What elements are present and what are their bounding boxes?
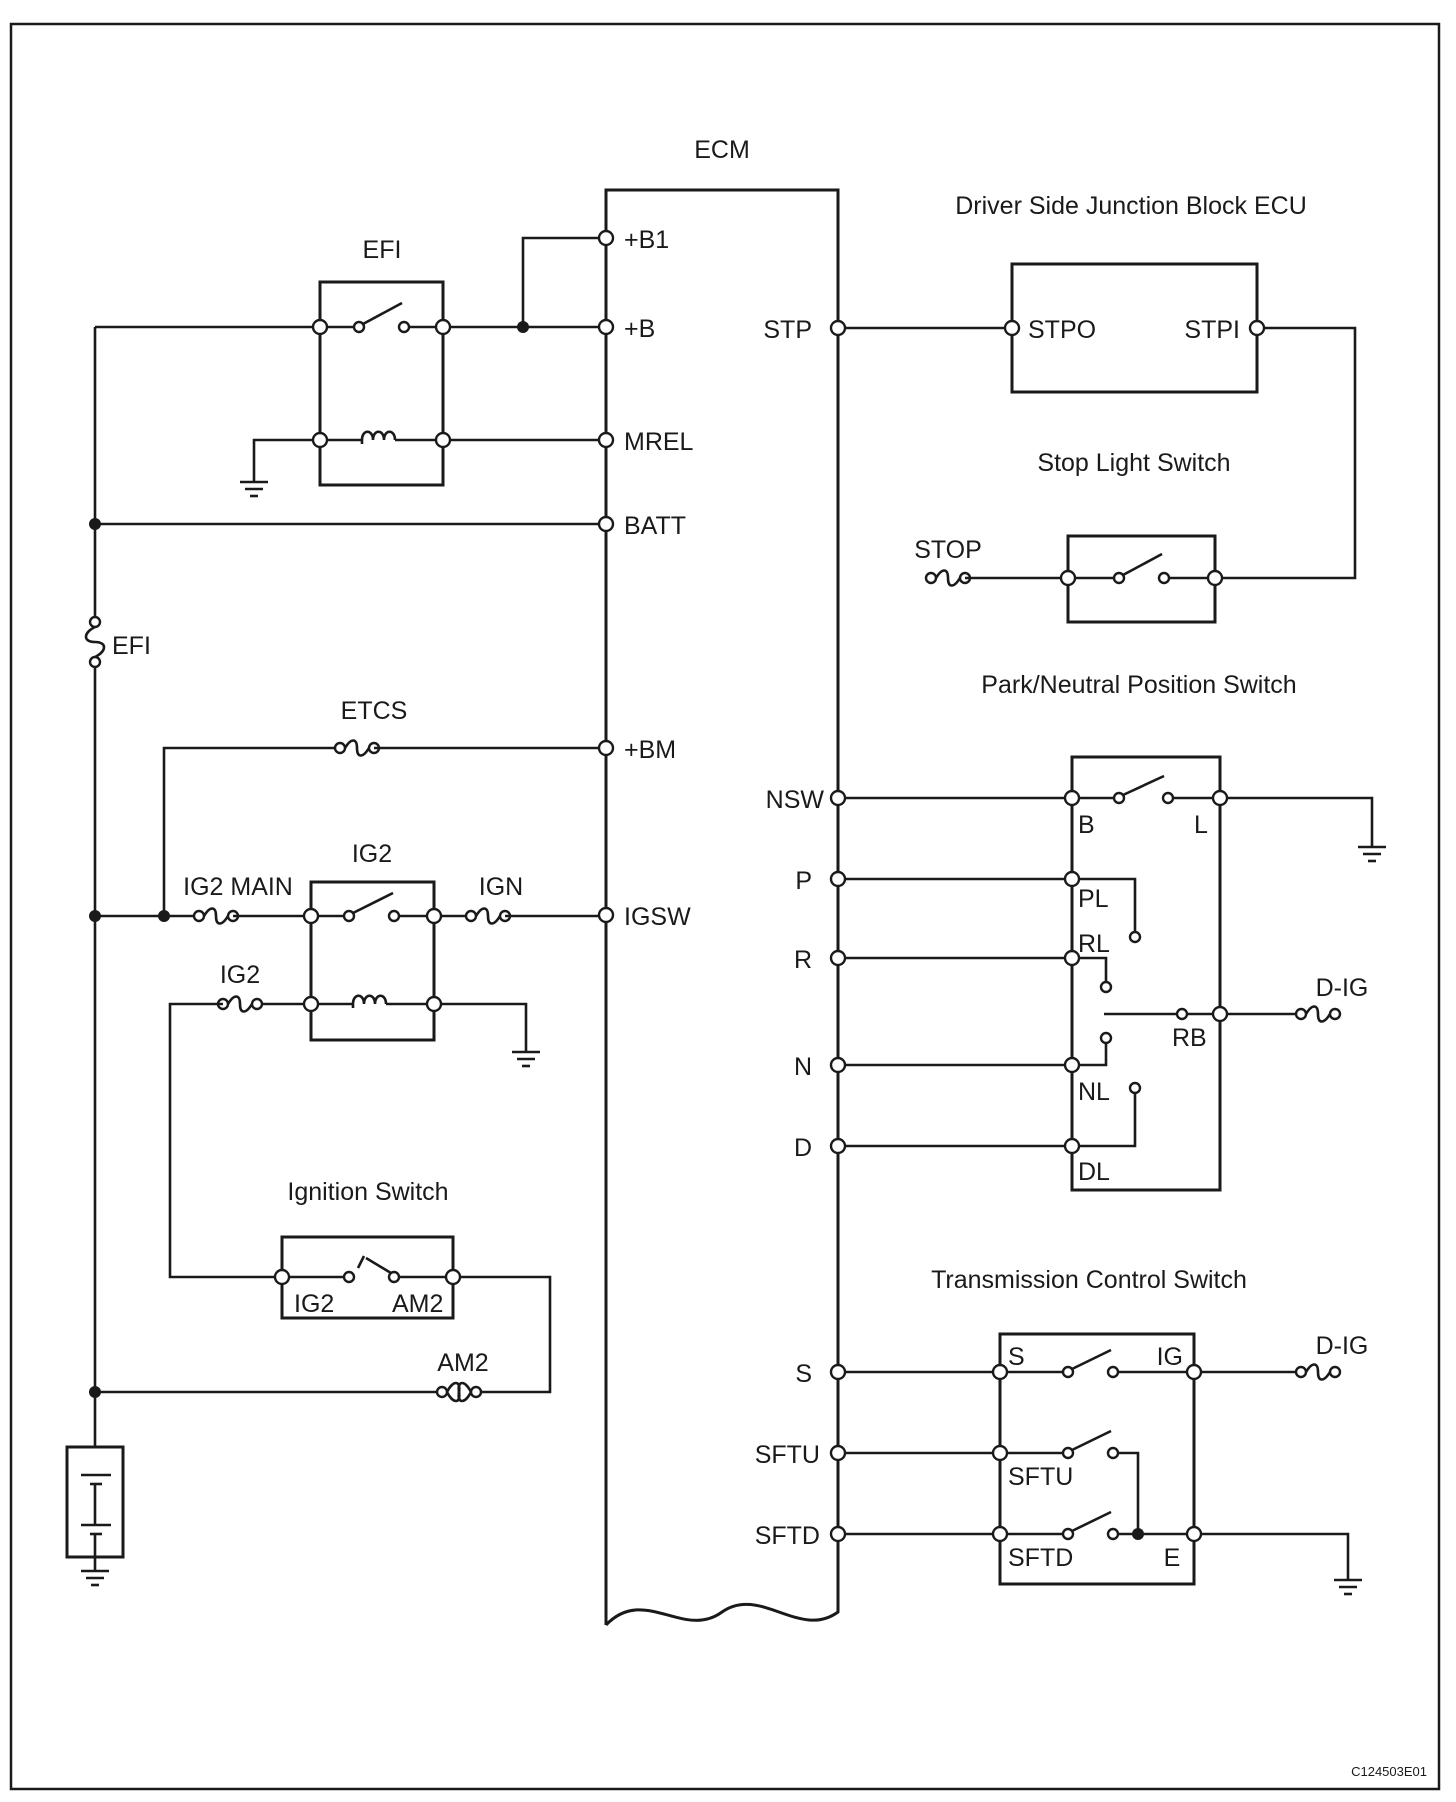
pin-r-label: R	[794, 946, 812, 974]
junction-stpi-label: STPI	[1184, 316, 1240, 344]
pnp-pl-label: PL	[1078, 885, 1109, 913]
stop-light-switch: Stop Light Switch STOP	[914, 449, 1231, 624]
pnp-l-label: L	[1194, 811, 1208, 839]
tcs-sftd-label: SFTD	[1008, 1544, 1073, 1572]
tcs-dig-fuse-label: D-IG	[1316, 1332, 1369, 1360]
ig2-main-fuse-label: IG2 MAIN	[183, 873, 293, 901]
ecm-block: ECM +B1 +B MREL BATT +BM IGSW STP NSW P …	[597, 136, 847, 1627]
pin-mrel-label: MREL	[624, 428, 694, 456]
pin-sftu-label: SFTU	[755, 1441, 820, 1469]
tcs-s-label: S	[1008, 1343, 1025, 1371]
efi-relay: EFI	[238, 236, 599, 498]
pin-s-label: S	[795, 1360, 812, 1388]
pnp-dig-fuse-label: D-IG	[1316, 974, 1369, 1002]
pin-nsw-label: NSW	[766, 786, 825, 814]
junction-block-title: Driver Side Junction Block ECU	[955, 192, 1307, 220]
junction-block-ecu: Driver Side Junction Block ECU STPO STPI	[845, 192, 1357, 580]
etcs-fuse-label: ETCS	[341, 697, 408, 725]
pnp-rb-label: RB	[1172, 1024, 1207, 1052]
ig2-relay: IG2 MAIN IG2 IGN IG2	[95, 840, 599, 1279]
pin-igsw-label: IGSW	[624, 903, 691, 931]
tcs-sftu-label: SFTU	[1008, 1463, 1073, 1491]
junction-stpo-label: STPO	[1028, 316, 1096, 344]
pin-bm-label: +BM	[624, 736, 676, 764]
pnp-dl-label: DL	[1078, 1158, 1110, 1186]
pnp-switch-title: Park/Neutral Position Switch	[981, 671, 1296, 699]
diagram-frame	[9, 22, 1441, 1791]
ignition-switch: Ignition Switch IG2 AM2	[273, 1178, 552, 1394]
ignition-switch-title: Ignition Switch	[287, 1178, 448, 1206]
transmission-control-switch: Transmission Control Switch S IG D-IG SF…	[845, 1266, 1369, 1596]
pin-n-label: N	[794, 1053, 812, 1081]
am2-fuse-label: AM2	[437, 1349, 488, 1377]
pin-stp-label: STP	[763, 316, 812, 344]
ignition-switch-ig2-label: IG2	[294, 1290, 334, 1318]
pin-p-label: P	[795, 867, 812, 895]
battery	[65, 1445, 125, 1587]
pin-d-label: D	[794, 1134, 812, 1162]
main-bus	[89, 325, 599, 1447]
stop-light-switch-title: Stop Light Switch	[1037, 449, 1230, 477]
pin-sftd-label: SFTD	[755, 1522, 820, 1550]
tcs-ig-label: IG	[1157, 1343, 1183, 1371]
ig2-fuse-label: IG2	[220, 961, 260, 989]
am2-fuse: AM2	[95, 1349, 489, 1403]
pnp-nl-label: NL	[1078, 1078, 1110, 1106]
park-neutral-position-switch: Park/Neutral Position Switch B L PL RL R…	[845, 671, 1388, 1192]
efi-relay-title: EFI	[363, 236, 402, 264]
pnp-rl-label: RL	[1078, 930, 1110, 958]
ignition-switch-am2-label: AM2	[392, 1290, 443, 1318]
ecm-title: ECM	[694, 136, 750, 164]
tcs-e-label: E	[1164, 1544, 1181, 1572]
efi-fuse-label: EFI	[112, 632, 151, 660]
pnp-b-label: B	[1078, 811, 1095, 839]
transmission-switch-title: Transmission Control Switch	[931, 1266, 1247, 1294]
efi-fuse: EFI	[84, 615, 151, 669]
stop-fuse-label: STOP	[914, 536, 982, 564]
ign-fuse-label: IGN	[479, 873, 523, 901]
etcs-circuit: ETCS	[162, 697, 599, 916]
pin-b1-label: +B1	[624, 226, 669, 254]
pin-b-label: +B	[624, 315, 655, 343]
pin-batt-label: BATT	[624, 512, 686, 540]
ig2-relay-title: IG2	[352, 840, 392, 868]
figure-code: C124503E01	[1351, 1764, 1427, 1779]
